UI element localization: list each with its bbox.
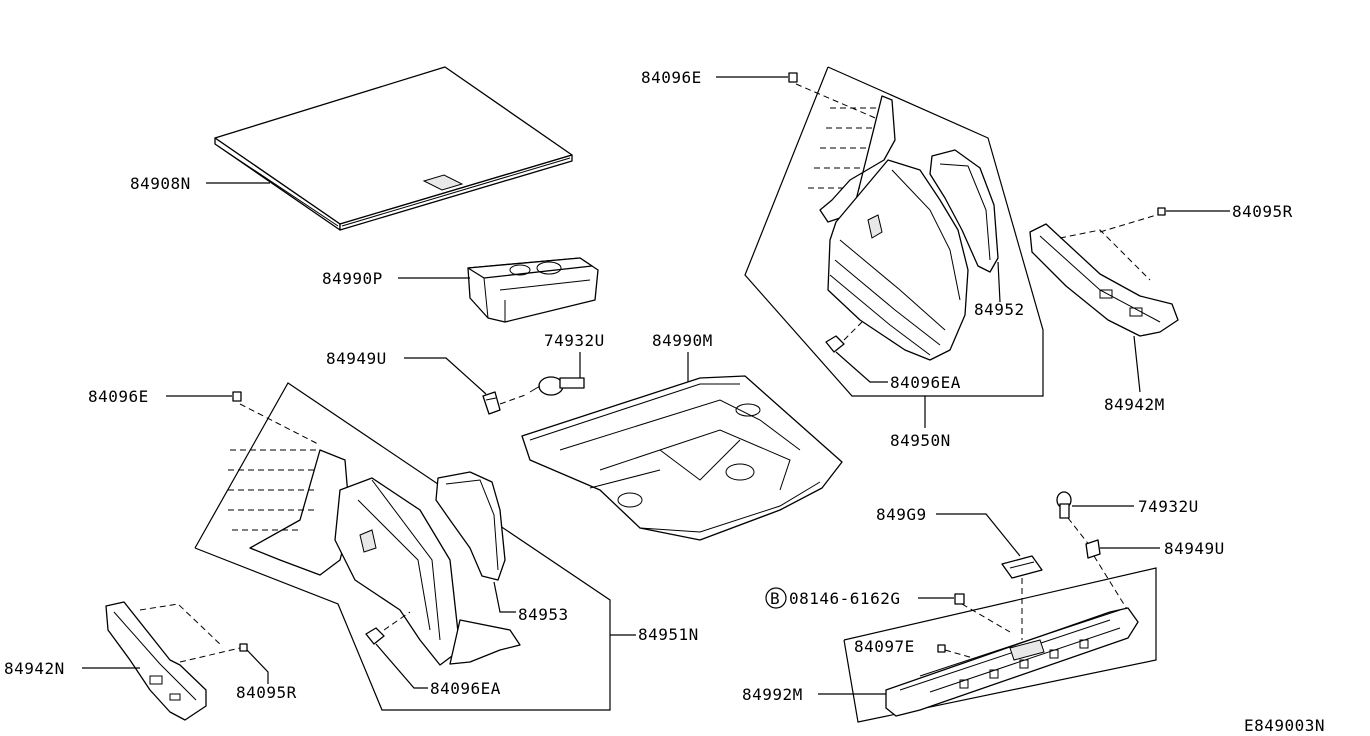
clip-84096EA-left: [365, 627, 385, 645]
label-84949U-right: 84949U: [1164, 539, 1225, 558]
clip-84097E: [937, 644, 946, 653]
label-84949U-left: 84949U: [326, 349, 387, 368]
label-84095R-right: 84095R: [1232, 202, 1293, 221]
label-849G9: 849G9: [876, 505, 927, 524]
label-84908N: 84908N: [130, 174, 191, 193]
wheelhouse-trim-84953: [435, 471, 506, 581]
label-84097E: 84097E: [854, 637, 915, 656]
trunk-tray: [467, 257, 599, 323]
clip-84949U-right: [1085, 539, 1101, 559]
fastener-74932U-right: [1056, 491, 1072, 519]
clip-84095R-left: [239, 643, 248, 652]
clip-84096EA-right: [825, 335, 845, 353]
label-84951N: 84951N: [638, 625, 699, 644]
trunk-floor-board: [214, 66, 573, 231]
label-84096EA-right: 84096EA: [890, 373, 961, 392]
left-side-trim: [228, 449, 521, 666]
wheelhouse-trim-84952: [929, 149, 999, 273]
label-84950N: 84950N: [890, 431, 951, 450]
label-84095R-left: 84095R: [236, 683, 297, 702]
label-84096E-left: 84096E: [88, 387, 149, 406]
label-84990P: 84990P: [322, 269, 383, 288]
label-84942N: 84942N: [4, 659, 65, 678]
fastener-74932U-left: [529, 376, 585, 396]
bolt-08146: [954, 593, 965, 605]
clip-84096E-top: [788, 72, 798, 83]
label-74932U-right: 74932U: [1138, 497, 1199, 516]
label-84096E-top: 84096E: [641, 68, 702, 87]
right-side-trim: [808, 95, 969, 361]
rear-bracket-right: [1029, 223, 1179, 337]
striker-cover-849G9: [1001, 555, 1043, 579]
rear-floor-panel: [521, 375, 843, 541]
clip-84096E-left: [232, 391, 242, 402]
label-84952: 84952: [974, 300, 1025, 319]
label-84942M: 84942M: [1104, 395, 1165, 414]
label-84953: 84953: [518, 605, 569, 624]
label-08146-6162G: 08146-6162G: [789, 589, 900, 608]
rear-bracket-left: [105, 601, 207, 721]
label-84096EA-left: 84096EA: [430, 679, 501, 698]
label-84990M: 84990M: [652, 331, 713, 350]
clip-84949U-left: [482, 391, 501, 415]
diagram-code: E849003N: [1244, 716, 1325, 735]
svg-text:B: B: [770, 589, 780, 608]
clip-84095R-right: [1157, 207, 1166, 216]
label-84992M: 84992M: [742, 685, 803, 704]
rear-panel-finisher: [885, 607, 1139, 717]
bolt-symbol: B: [765, 587, 787, 609]
label-74932U-left: 74932U: [544, 331, 605, 350]
